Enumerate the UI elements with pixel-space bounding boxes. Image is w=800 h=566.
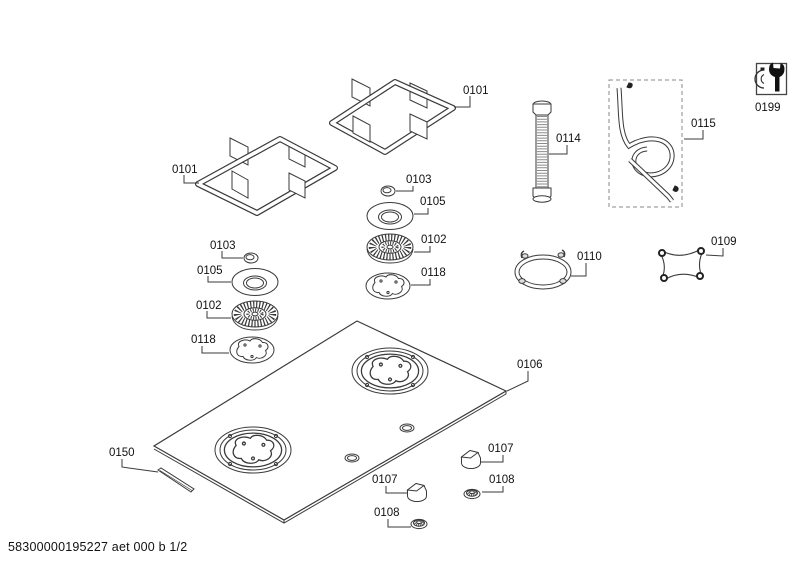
knob-hole-right: [399, 423, 415, 433]
grommet-front: [409, 518, 429, 530]
cooktop-opening-rear: [352, 348, 428, 394]
leader-0107-right: [481, 455, 504, 463]
cooktop-opening-front: [215, 427, 291, 473]
leader-0108-right: [482, 486, 504, 493]
part-label-0199: 0199: [755, 102, 781, 114]
leader-0102-mid: [414, 246, 431, 253]
cap-seal-mid: [380, 185, 396, 197]
flex-hose: [532, 100, 552, 203]
leader-0107-front: [385, 486, 407, 494]
part-label-0107-front: 0107: [372, 474, 398, 486]
leader-0106: [506, 371, 529, 392]
leader-0150: [121, 459, 159, 473]
service-tool-box: [754, 62, 788, 96]
part-label-0118-mid: 0118: [421, 267, 446, 279]
part-label-0103-left: 0103: [210, 240, 236, 252]
leader-0103-mid: [396, 186, 414, 192]
leader-0115: [684, 130, 704, 140]
part-label-0110: 0110: [577, 251, 602, 263]
leader-0109: [705, 248, 724, 257]
grommet-right: [462, 488, 482, 500]
burner-plate-left: [229, 336, 275, 364]
leader-0103-left: [221, 251, 243, 259]
pan-support-left: [195, 136, 338, 216]
leader-0110: [571, 263, 587, 277]
part-label-0150: 0150: [109, 447, 135, 459]
cooktop-panel: [152, 320, 508, 524]
leader-0105-left: [207, 276, 231, 283]
part-label-0108-right: 0108: [489, 474, 515, 486]
control-knob-front: [407, 483, 427, 502]
leader-0101-right: [454, 96, 471, 108]
part-label-0107-right: 0107: [488, 443, 514, 455]
wrench-tool-icon: [754, 62, 785, 92]
gas-pipe-kit: [608, 79, 683, 208]
leader-0118-left: [201, 346, 229, 354]
burner-plate-mid: [365, 272, 411, 300]
part-label-0105-mid: 0105: [420, 196, 446, 208]
part-label-0106: 0106: [517, 359, 543, 371]
knob-hole-front: [344, 453, 360, 463]
part-label-0101-right: 0101: [463, 85, 489, 97]
trim-strip: [157, 467, 195, 493]
control-knob-right: [461, 450, 481, 469]
leader-0102-left: [206, 311, 231, 319]
pan-support-right: [329, 78, 456, 155]
leader-0101-left: [183, 175, 199, 184]
wok-ring: [514, 249, 572, 290]
part-label-0109: 0109: [711, 236, 737, 248]
leader-0105-mid: [414, 208, 429, 215]
burner-head-mid: [367, 234, 413, 263]
burner-cap-mid: [366, 202, 414, 230]
burner-cap-left: [231, 268, 279, 296]
leader-0108-front: [387, 519, 411, 528]
cap-seal-left: [243, 252, 259, 264]
part-label-0105-left: 0105: [197, 265, 223, 277]
document-code: 58300000195227 aet 000 b 1/2: [8, 540, 188, 554]
part-label-0102-left: 0102: [196, 300, 222, 312]
part-label-0101-left: 0101: [172, 164, 198, 176]
part-label-0115: 0115: [691, 118, 716, 130]
burner-head-left: [232, 301, 278, 330]
part-label-0114: 0114: [556, 133, 581, 145]
small-pan-support: [658, 247, 705, 282]
leader-0114: [549, 145, 568, 155]
part-label-0103-mid: 0103: [406, 174, 432, 186]
leader-0118-mid: [411, 279, 431, 286]
part-label-0118-left: 0118: [191, 334, 216, 346]
part-label-0108-front: 0108: [374, 507, 400, 519]
part-label-0102-mid: 0102: [421, 234, 447, 246]
